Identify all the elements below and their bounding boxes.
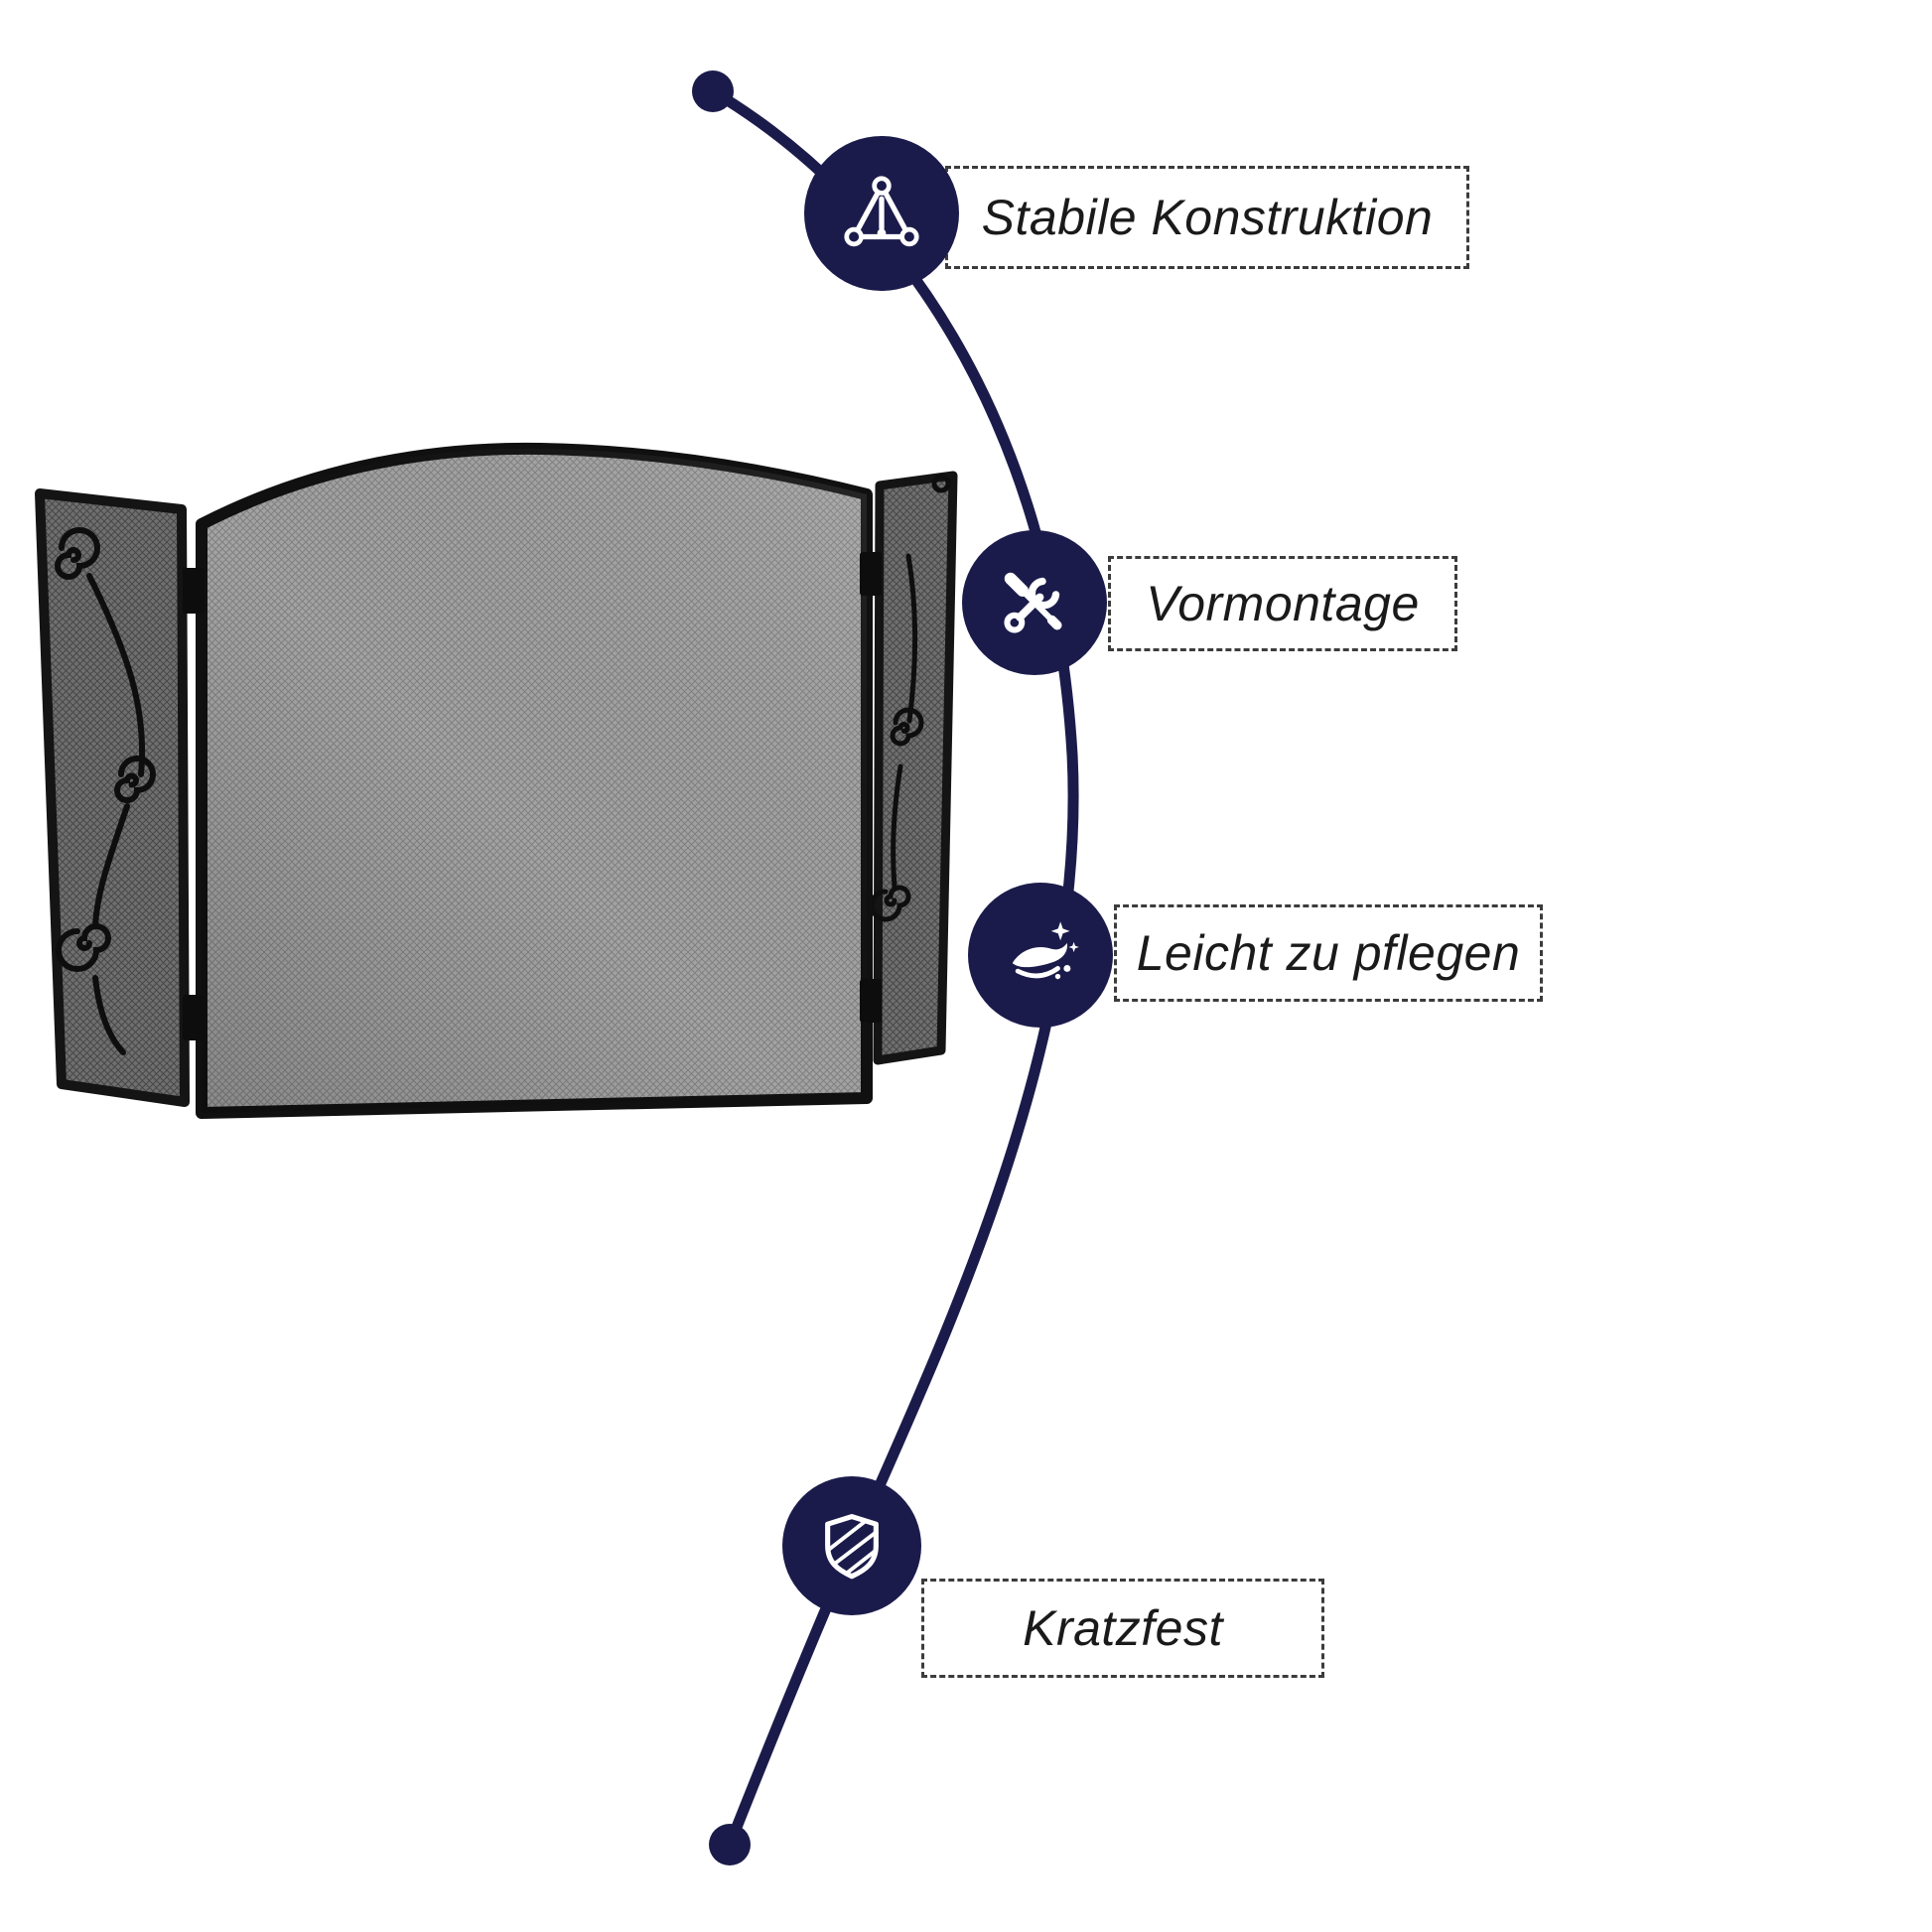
fireplace-screen-image [35,442,958,1119]
curve-start-dot [692,70,734,112]
hinges [183,552,882,1040]
left-panel [35,488,190,1107]
timeline-curve [692,70,1079,1865]
left-panel-scroll-ornament [55,527,156,1055]
right-panel [869,471,958,1065]
curve-end-dot [709,1824,751,1865]
center-panel [196,442,873,1119]
